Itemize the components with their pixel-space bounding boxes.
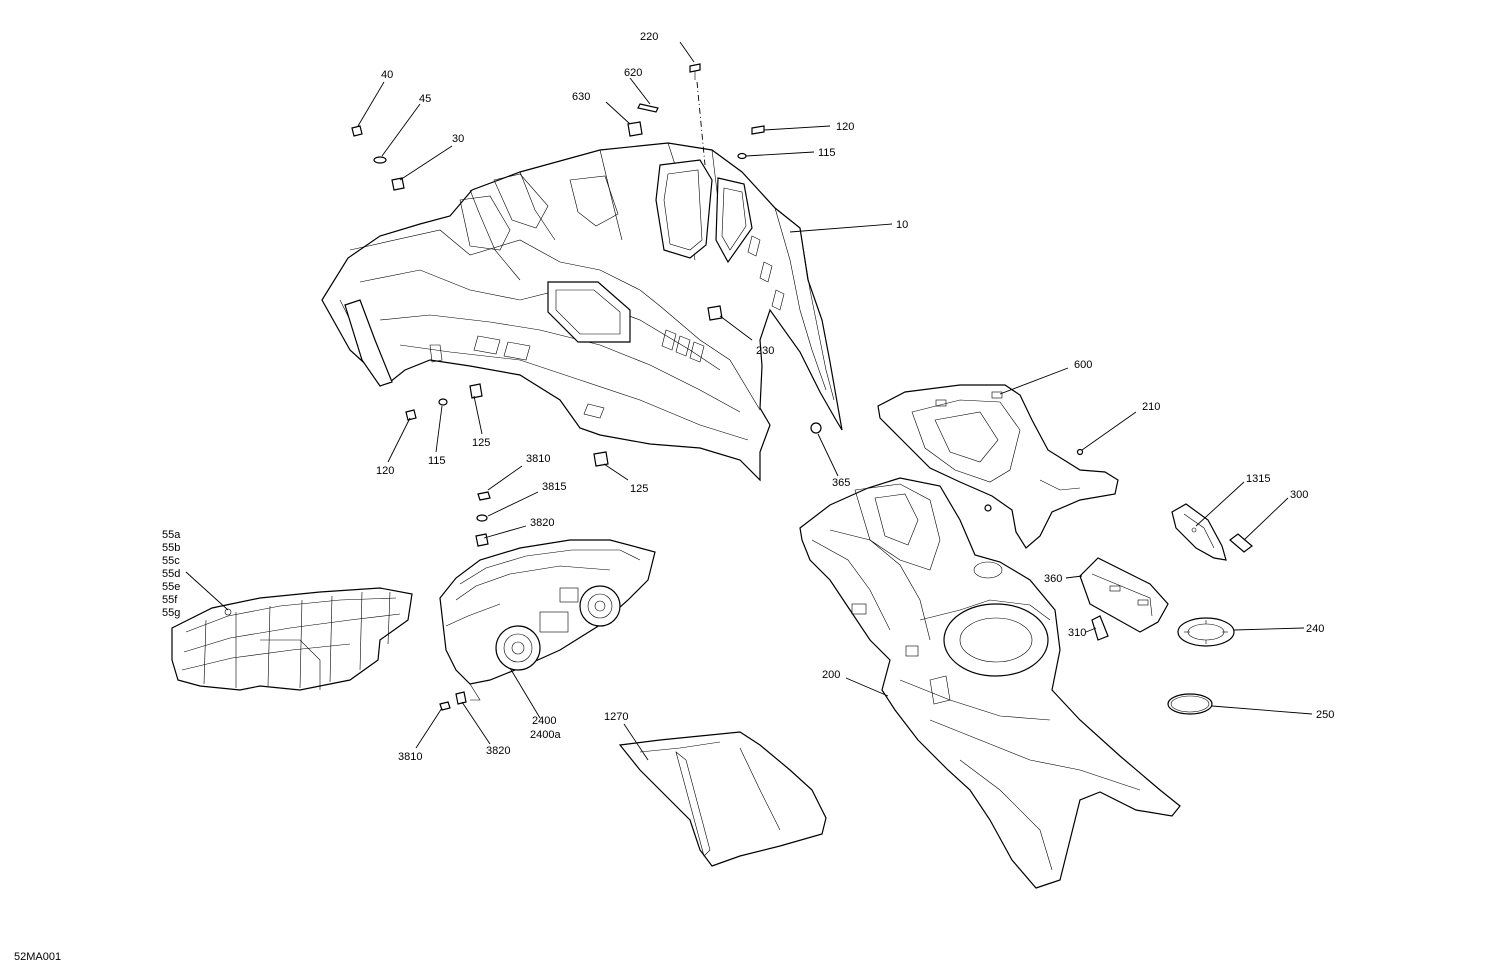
callout-3820-top: 3820 bbox=[530, 517, 554, 529]
callout-3810-top: 3810 bbox=[526, 453, 550, 465]
diagram-id-code: 52MA001 bbox=[14, 951, 61, 963]
part-250-o-ring bbox=[1167, 693, 1213, 715]
part-2400-headlight bbox=[439, 491, 656, 711]
callout-240: 240 bbox=[1306, 623, 1324, 635]
callout-115-bottom: 115 bbox=[428, 455, 446, 467]
callout-55e: 55e bbox=[162, 581, 180, 593]
callout-1315: 1315 bbox=[1246, 473, 1270, 485]
callout-55f: 55f bbox=[162, 594, 178, 606]
callout-210: 210 bbox=[1142, 401, 1160, 413]
callout-2400: 2400 bbox=[532, 715, 556, 727]
callout-620: 620 bbox=[624, 67, 642, 79]
part-55-grille bbox=[171, 587, 413, 691]
callout-600: 600 bbox=[1074, 359, 1092, 371]
callout-55c: 55c bbox=[162, 555, 180, 567]
callout-230: 230 bbox=[756, 345, 774, 357]
hood-hardware bbox=[351, 63, 822, 467]
callout-55a: 55a bbox=[162, 529, 181, 541]
callout-2400a: 2400a bbox=[530, 729, 561, 741]
callout-115-top: 115 bbox=[818, 147, 836, 159]
callout-630: 630 bbox=[572, 91, 590, 103]
callout-365: 365 bbox=[832, 477, 850, 489]
part-10-hood bbox=[321, 142, 843, 482]
callout-250: 250 bbox=[1316, 709, 1334, 721]
callout-360: 360 bbox=[1044, 573, 1062, 585]
callout-30: 30 bbox=[452, 133, 464, 145]
callout-labels: 220 620 630 40 45 30 120 115 10 230 600 … bbox=[14, 31, 1334, 963]
callout-10: 10 bbox=[896, 219, 908, 231]
part-360-bracket bbox=[1079, 557, 1169, 633]
callout-45: 45 bbox=[419, 93, 431, 105]
callout-125-a: 125 bbox=[472, 437, 490, 449]
part-310-gasket bbox=[1091, 615, 1109, 641]
leader-lines bbox=[185, 41, 1313, 761]
callout-40: 40 bbox=[381, 69, 393, 81]
callout-220: 220 bbox=[640, 31, 658, 43]
callout-300: 300 bbox=[1290, 489, 1308, 501]
callout-120-bottom: 120 bbox=[376, 465, 394, 477]
callout-125-b: 125 bbox=[630, 483, 648, 495]
part-1270-side-panel bbox=[618, 731, 827, 867]
part-600-top-cover bbox=[877, 384, 1119, 549]
callout-3810-bottom: 3810 bbox=[398, 751, 422, 763]
callout-55b: 55b bbox=[162, 542, 180, 554]
callout-3815: 3815 bbox=[542, 481, 566, 493]
callout-120-top: 120 bbox=[836, 121, 854, 133]
callout-3820-bottom: 3820 bbox=[486, 745, 510, 757]
part-240-fuel-ring bbox=[1177, 617, 1235, 647]
callout-55d: 55d bbox=[162, 568, 180, 580]
callout-1270: 1270 bbox=[604, 711, 628, 723]
callout-55g: 55g bbox=[162, 607, 180, 619]
callout-310: 310 bbox=[1068, 627, 1086, 639]
part-300-clip bbox=[1229, 533, 1253, 553]
part-1315-bracket bbox=[1171, 503, 1227, 561]
part-200-lower-body bbox=[799, 477, 1181, 889]
callout-200: 200 bbox=[822, 669, 840, 681]
